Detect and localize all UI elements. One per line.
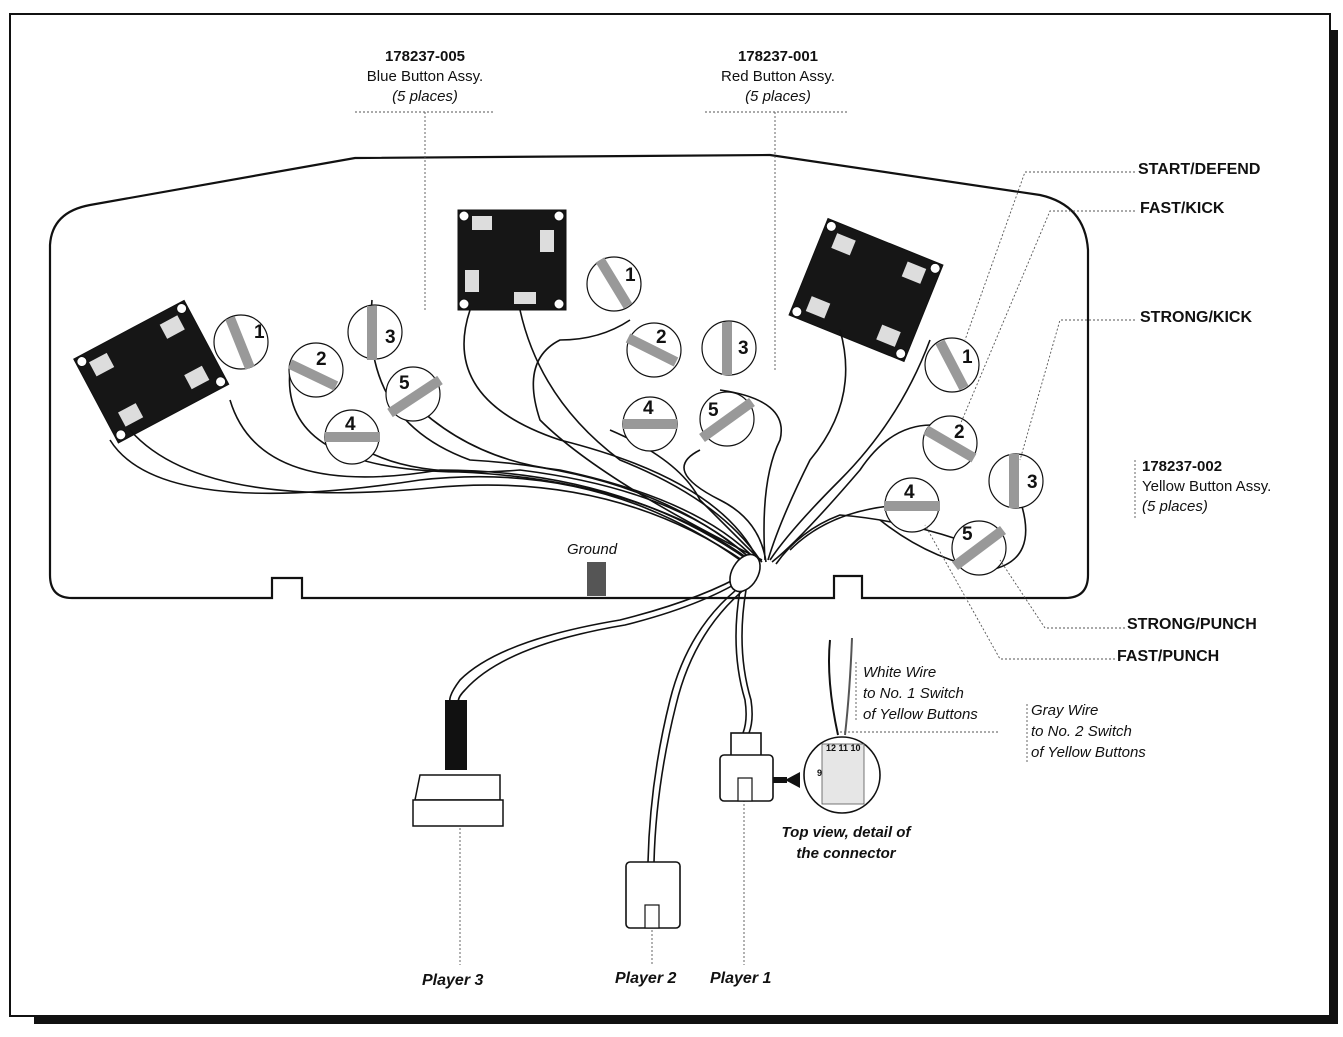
ground-label: Ground bbox=[567, 541, 618, 558]
red-part-places: (5 places) bbox=[745, 88, 811, 105]
joystick-player3 bbox=[73, 299, 230, 444]
yellow-button-2-number: 2 bbox=[954, 422, 965, 443]
caption-line-2: the connector bbox=[796, 845, 896, 862]
gray-wire-line-3: of Yellow Buttons bbox=[1031, 744, 1146, 761]
label-fast-punch: FAST/PUNCH bbox=[1117, 648, 1220, 665]
red-button-2-number: 2 bbox=[656, 327, 667, 348]
detail-arrow-icon bbox=[785, 772, 800, 788]
yellow-button-5-number: 5 bbox=[962, 524, 973, 545]
red-button-1-number: 1 bbox=[625, 265, 636, 286]
harness-clamp bbox=[729, 553, 761, 593]
button-number-labels: 1 2 3 4 5 1 2 3 4 5 1 2 3 4 5 bbox=[254, 265, 1038, 545]
red-button-assy-label: 178237-001 Red Button Assy. (5 places) bbox=[698, 47, 858, 107]
connector-pin-side: 9 bbox=[817, 768, 822, 778]
player1-label: Player 1 bbox=[710, 970, 772, 987]
frame-shadow-right bbox=[1330, 30, 1338, 1020]
blue-button-4-number: 4 bbox=[345, 414, 356, 435]
caption-line-1: Top view, detail of bbox=[781, 824, 911, 841]
red-part-number: 178237-001 bbox=[737, 48, 819, 65]
yellow-button-4 bbox=[884, 477, 940, 533]
yellow-part-description: Yellow Button Assy. bbox=[1142, 478, 1272, 495]
yellow-part-number: 178237-002 bbox=[1142, 458, 1223, 475]
blue-button-2-number: 2 bbox=[316, 349, 327, 370]
red-button-2 bbox=[625, 322, 682, 378]
wiring-harness bbox=[109, 299, 1027, 863]
red-part-description: Red Button Assy. bbox=[721, 68, 835, 85]
yellow-button-1 bbox=[924, 337, 980, 393]
label-fast-kick: FAST/KICK bbox=[1140, 200, 1225, 217]
yellow-button-assy-label: 178237-002 Yellow Button Assy. (5 places… bbox=[1142, 457, 1271, 517]
white-wire-line-1: White Wire bbox=[863, 664, 937, 681]
red-button-4 bbox=[622, 396, 678, 452]
connector-caption: Top view, detail of the connector bbox=[746, 822, 946, 864]
blue-button-4 bbox=[324, 409, 380, 465]
label-strong-punch: STRONG/PUNCH bbox=[1127, 616, 1257, 633]
player2-connector bbox=[625, 861, 681, 929]
white-wire-note: White Wire to No. 1 Switch of Yellow But… bbox=[863, 662, 978, 725]
red-button-3-number: 3 bbox=[738, 338, 749, 359]
blue-part-description: Blue Button Assy. bbox=[366, 68, 484, 85]
yellow-button-3 bbox=[988, 453, 1044, 509]
ground-strap bbox=[587, 562, 606, 596]
yellow-part-places: (5 places) bbox=[1142, 498, 1208, 515]
blue-button-assy-label: 178237-005 Blue Button Assy. (5 places) bbox=[345, 47, 505, 107]
red-button-3 bbox=[701, 320, 757, 376]
red-button-5 bbox=[699, 391, 755, 447]
yellow-button-1-number: 1 bbox=[962, 347, 973, 368]
red-button-5-number: 5 bbox=[708, 400, 719, 421]
red-button-1 bbox=[586, 256, 642, 312]
label-start-defend: START/DEFEND bbox=[1138, 161, 1261, 178]
connector-detail bbox=[773, 637, 881, 814]
yellow-button-4-number: 4 bbox=[904, 482, 915, 503]
connector-pins-top: 12 11 10 bbox=[826, 743, 861, 753]
blue-part-number: 178237-005 bbox=[384, 48, 466, 65]
joystick-player2 bbox=[457, 209, 567, 311]
gray-wire-line-1: Gray Wire bbox=[1031, 702, 1099, 719]
yellow-button-2 bbox=[922, 415, 978, 471]
gray-wire-note: Gray Wire to No. 2 Switch of Yellow Butt… bbox=[1031, 700, 1146, 763]
frame-shadow-bottom bbox=[34, 1016, 1338, 1024]
blue-button-1-number: 1 bbox=[254, 322, 265, 343]
red-button-4-number: 4 bbox=[643, 398, 654, 419]
blue-button-1 bbox=[213, 314, 269, 370]
blue-button-3-number: 3 bbox=[385, 327, 396, 348]
blue-button-3 bbox=[347, 304, 403, 360]
blue-button-5-number: 5 bbox=[399, 373, 410, 394]
white-wire-line-3: of Yellow Buttons bbox=[863, 706, 978, 723]
player1-connector bbox=[719, 732, 774, 802]
yellow-button-5 bbox=[951, 520, 1007, 576]
player3-label: Player 3 bbox=[422, 972, 484, 989]
yellow-button-3-number: 3 bbox=[1027, 472, 1038, 493]
player2-label: Player 2 bbox=[615, 970, 677, 987]
control-panel-outline bbox=[48, 153, 1090, 600]
white-wire-line-2: to No. 1 Switch bbox=[863, 685, 964, 702]
joystick-player1 bbox=[788, 217, 944, 363]
blue-button-5 bbox=[385, 366, 443, 422]
player3-connector bbox=[412, 700, 504, 827]
label-strong-kick: STRONG/KICK bbox=[1140, 309, 1252, 326]
blue-part-places: (5 places) bbox=[392, 88, 458, 105]
leader-lines bbox=[355, 111, 1136, 965]
blue-button-2 bbox=[287, 342, 344, 398]
gray-wire-line-2: to No. 2 Switch bbox=[1031, 723, 1132, 740]
